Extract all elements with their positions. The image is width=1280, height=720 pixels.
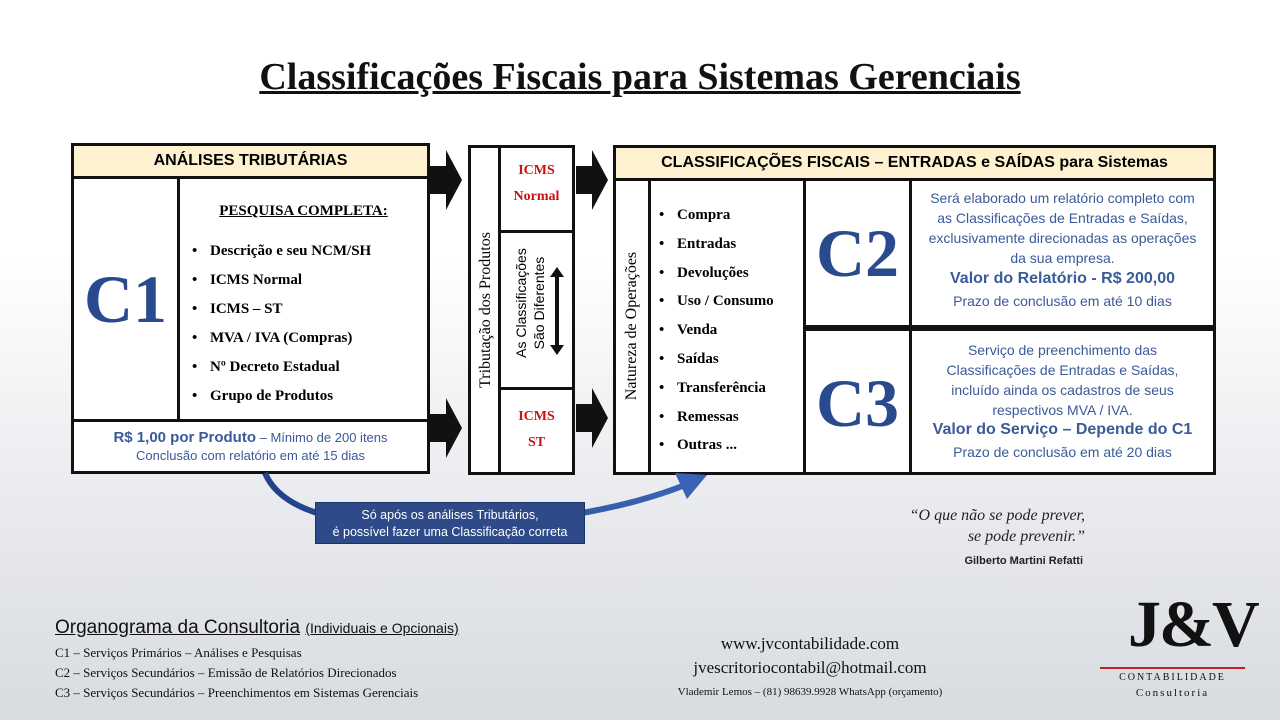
quote: “O que não se pode prever, se pode preve… bbox=[840, 505, 1085, 547]
c1-label-box: C1 bbox=[71, 176, 180, 422]
tributacao-label: Tributação dos Produtos bbox=[477, 232, 494, 388]
operacoes-box: CompraEntradasDevoluçõesUso / ConsumoVen… bbox=[648, 178, 806, 475]
note-box: Só após os análises Tributários, é possí… bbox=[315, 502, 585, 544]
org-line: C1 – Serviços Primários – Análises e Pes… bbox=[55, 645, 302, 660]
icms-st-box: ICMS ST bbox=[498, 387, 575, 475]
arrow-right-icon bbox=[430, 398, 462, 458]
arrow-right-icon bbox=[576, 388, 608, 448]
operacao-item: Compra bbox=[657, 201, 774, 230]
analises-header: ANÁLISES TRIBUTÁRIAS bbox=[71, 143, 430, 179]
c2-price: Valor do Relatório - R$ 200,00 bbox=[950, 270, 1175, 287]
natureza-label: Natureza de Operações bbox=[623, 251, 640, 401]
c1-label: C1 bbox=[83, 261, 168, 337]
c3-description: Serviço de preenchimento das Classificaç… bbox=[946, 342, 1179, 418]
logo-line1: CONTABILIDADE bbox=[1119, 672, 1226, 683]
contact-email[interactable]: jvescritoriocontabil@hotmail.com bbox=[693, 658, 927, 677]
org-title: Organograma da Consultoria bbox=[55, 617, 301, 638]
quote-author: Gilberto Martini Refatti bbox=[964, 555, 1083, 567]
diferentes-box: As Classificações São Diferentes bbox=[498, 230, 575, 390]
pesquisa-item: ICMS – ST bbox=[190, 295, 371, 324]
icms-st-sub: ST bbox=[527, 435, 546, 450]
c1-price: R$ 1,00 por Produto bbox=[113, 429, 256, 446]
operacao-item: Uso / Consumo bbox=[657, 287, 774, 316]
logo-line2: Consultoria bbox=[1135, 687, 1210, 699]
c2-description: Será elaborado um relatório completo com… bbox=[928, 190, 1197, 266]
c3-text-box: Serviço de preenchimento das Classificaç… bbox=[909, 328, 1216, 475]
diferentes-line2: São Diferentes bbox=[531, 256, 547, 350]
org-line: C3 – Serviços Secundários – Preenchiment… bbox=[55, 685, 419, 700]
icms-normal-label: ICMS bbox=[518, 163, 555, 178]
operacoes-list: CompraEntradasDevoluçõesUso / ConsumoVen… bbox=[657, 201, 774, 460]
operacao-item: Saídas bbox=[657, 345, 774, 374]
page-title: Classificações Fiscais para Sistemas Ger… bbox=[259, 56, 1021, 98]
note-line2: é possível fazer uma Classificação corre… bbox=[332, 525, 568, 539]
contact-site[interactable]: www.jvcontabilidade.com bbox=[720, 634, 900, 653]
pesquisa-item: MVA / IVA (Compras) bbox=[190, 324, 371, 353]
operacao-item: Entradas bbox=[657, 230, 774, 259]
logo-mark: J&V bbox=[1128, 588, 1260, 661]
arrow-right-icon bbox=[576, 150, 608, 210]
operacao-item: Devoluções bbox=[657, 259, 774, 288]
pesquisa-item: ICMS Normal bbox=[190, 266, 371, 295]
operacao-item: Venda bbox=[657, 316, 774, 345]
arrow-right-icon bbox=[430, 150, 462, 210]
diferentes-line1: As Classificações bbox=[513, 248, 529, 358]
icms-st-label: ICMS bbox=[518, 409, 555, 424]
double-arrow-icon bbox=[550, 267, 564, 355]
c3-label: C3 bbox=[815, 365, 900, 441]
c2-label-box: C2 bbox=[803, 178, 912, 328]
org-line: C2 – Serviços Secundários – Emissão de R… bbox=[55, 665, 397, 680]
c3-label-box: C3 bbox=[803, 328, 912, 475]
c1-conclusion: Conclusão com relatório em até 15 dias bbox=[135, 448, 366, 463]
icms-normal-sub: Normal bbox=[513, 189, 560, 204]
c3-deadline: Prazo de conclusão em até 20 dias bbox=[953, 444, 1172, 460]
pesquisa-subtitle: PESQUISA COMPLETA: bbox=[219, 203, 388, 219]
org-title-extra: (Individuais e Opcionais) bbox=[305, 620, 459, 636]
c3-price: Valor do Serviço – Depende do C1 bbox=[932, 421, 1193, 438]
natureza-box: Natureza de Operações bbox=[613, 178, 651, 475]
note-line1: Só após os análises Tributários, bbox=[361, 508, 539, 522]
pesquisa-box: PESQUISA COMPLETA: Descrição e seu NCM/S… bbox=[177, 176, 430, 422]
org-lines: C1 – Serviços Primários – Análises e Pes… bbox=[55, 643, 575, 703]
c2-text-box: Será elaborado um relatório completo com… bbox=[909, 178, 1216, 328]
pesquisa-list: Descrição e seu NCM/SHICMS NormalICMS – … bbox=[190, 237, 371, 411]
jv-logo: J&V CONTABILIDADE Consultoria bbox=[1100, 590, 1260, 710]
operacao-item: Transferência bbox=[657, 374, 774, 403]
c2-deadline: Prazo de conclusão em até 10 dias bbox=[953, 293, 1172, 309]
classificacoes-header: CLASSIFICAÇÕES FISCAIS – ENTRADAS e SAÍD… bbox=[613, 145, 1216, 181]
quote-line2: se pode prevenir.” bbox=[967, 528, 1085, 545]
pesquisa-item: Grupo de Produtos bbox=[190, 382, 371, 411]
quote-line1: “O que não se pode prever, bbox=[909, 507, 1085, 524]
operacao-item: Outras ... bbox=[657, 431, 774, 460]
logo-divider bbox=[1100, 667, 1245, 669]
pesquisa-item: Descrição e seu NCM/SH bbox=[190, 237, 371, 266]
org-title-row: Organograma da Consultoria (Individuais … bbox=[55, 617, 575, 639]
contact-phone: Vlademir Lemos – (81) 98639.9928 WhatsAp… bbox=[677, 686, 943, 698]
pesquisa-item: Nº Decreto Estadual bbox=[190, 353, 371, 382]
c1-price-box: R$ 1,00 por Produto – Mínimo de 200 iten… bbox=[71, 419, 430, 474]
c2-label: C2 bbox=[815, 215, 900, 291]
icms-normal-box: ICMS Normal bbox=[498, 145, 575, 233]
tributacao-box: Tributação dos Produtos bbox=[468, 145, 501, 475]
c1-minimum: – Mínimo de 200 itens bbox=[256, 430, 388, 445]
operacao-item: Remessas bbox=[657, 403, 774, 432]
